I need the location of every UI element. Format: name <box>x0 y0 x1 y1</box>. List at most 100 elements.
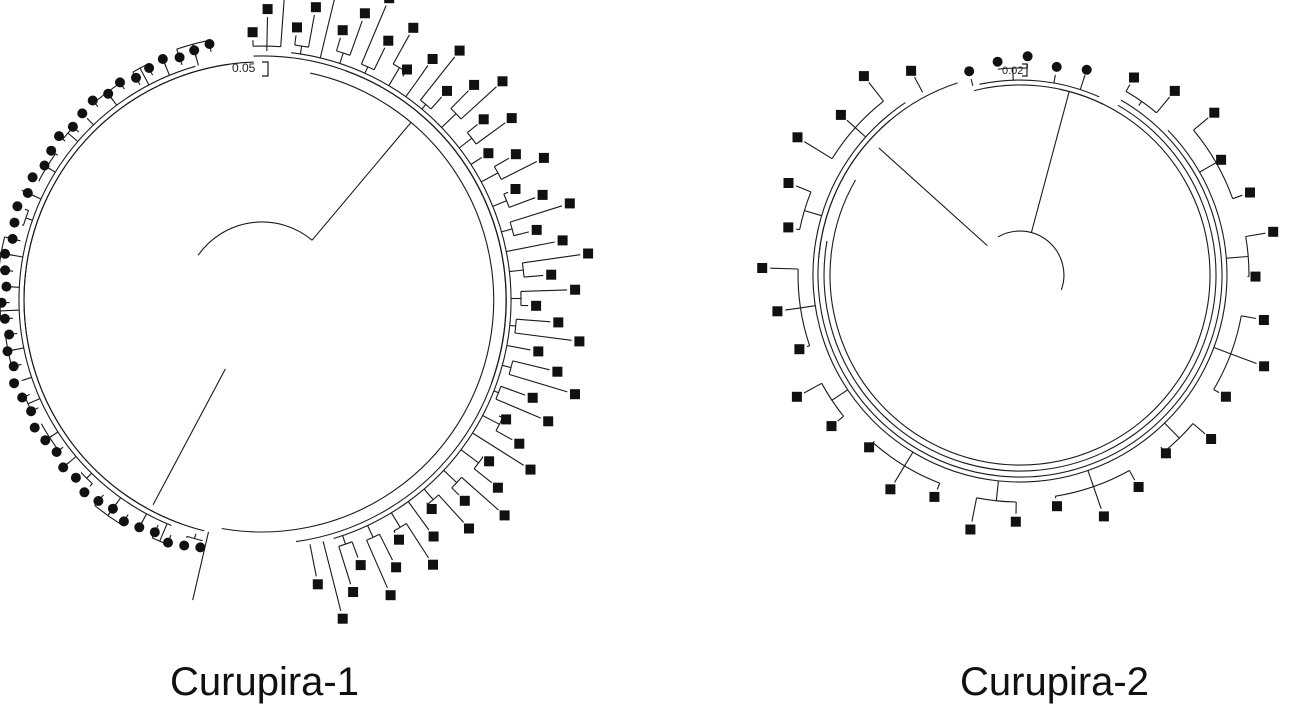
leaf-circle <box>179 540 190 551</box>
branch-line <box>349 20 363 56</box>
branch-line <box>307 14 315 48</box>
leaf-circle <box>70 472 81 483</box>
branch-line <box>405 82 417 98</box>
branch-line <box>322 541 325 547</box>
leaf-circle <box>131 72 141 83</box>
leaf-circle <box>134 522 145 533</box>
branch-line <box>388 67 400 86</box>
branch-line <box>770 267 799 270</box>
branch-line <box>342 535 347 545</box>
leaf-circle <box>103 88 114 99</box>
branch-line <box>512 360 550 371</box>
branch-line <box>139 67 150 86</box>
branch-line <box>506 344 527 350</box>
leaf-square <box>858 71 869 82</box>
branch-arc <box>197 221 313 256</box>
leaf-square <box>312 579 323 590</box>
leaf-circle <box>144 63 155 73</box>
branch-line <box>441 113 457 128</box>
leaf-circle <box>1081 64 1092 75</box>
leaf-square <box>384 0 395 4</box>
leaf-square <box>794 344 805 355</box>
branch-line <box>364 66 369 74</box>
branch-arc <box>818 119 891 258</box>
branch-line <box>473 468 493 484</box>
branch-line <box>894 465 906 483</box>
leaf-circle <box>992 56 1003 67</box>
scale-bar: 0.02 <box>1002 63 1028 77</box>
leaf-square <box>546 269 557 280</box>
leaf-square <box>1209 107 1220 118</box>
branch-line <box>520 289 568 292</box>
leaf-square <box>247 27 258 38</box>
leaf-square <box>570 389 580 400</box>
branch-line <box>1164 422 1180 439</box>
branch-line <box>492 200 507 207</box>
leaf-square <box>543 416 554 427</box>
branch-line <box>49 435 53 438</box>
leaf-square <box>337 613 348 624</box>
leaf-circle <box>8 361 19 372</box>
branch-arc <box>22 210 30 226</box>
leaf-square <box>1098 511 1109 522</box>
leaf-square <box>552 366 563 377</box>
branch-line <box>800 305 816 309</box>
branch-line <box>373 47 386 71</box>
branch-arc <box>799 191 812 230</box>
leaf-square <box>428 531 439 542</box>
branch-line <box>423 488 434 500</box>
branch-line <box>500 385 526 396</box>
branch-line <box>1213 389 1220 394</box>
branch-line <box>80 471 83 474</box>
branch-arc <box>997 230 1065 291</box>
leaf-square <box>583 248 594 259</box>
branch-arc <box>253 55 507 543</box>
branch-line <box>311 555 317 577</box>
leaf-circle <box>79 487 90 498</box>
leaf-square <box>792 132 803 143</box>
leaf-square <box>348 587 359 597</box>
branch-line <box>366 539 388 589</box>
leaf-circle <box>1 281 12 292</box>
branch-arc <box>979 79 1100 98</box>
leaf-square <box>1160 448 1171 459</box>
branch-arc <box>1055 470 1130 497</box>
leaf-square <box>428 559 438 570</box>
branch-line <box>868 82 884 102</box>
scale-bar-label: 0.05 <box>232 61 256 75</box>
leaf-square <box>525 464 536 475</box>
branch-line <box>494 157 510 168</box>
branch-line <box>266 17 269 47</box>
leaf-square <box>478 114 489 125</box>
leaf-circle <box>204 39 215 49</box>
leaf-square <box>1206 434 1217 444</box>
leaf-circle <box>157 54 168 64</box>
leaf-circle <box>118 516 129 527</box>
branch-line <box>513 231 530 237</box>
leaf-square <box>510 149 521 160</box>
branch-line <box>421 104 427 110</box>
leaf-square <box>506 113 517 124</box>
tree-title-curupira-1: Curupira-1 <box>170 660 359 704</box>
leaf-square <box>483 148 494 159</box>
branch-line <box>493 390 499 394</box>
branch-arc <box>1213 315 1242 390</box>
leaf-square <box>492 482 503 493</box>
leaf-circle <box>174 52 185 63</box>
branch-line <box>360 5 387 65</box>
branch-line <box>1083 75 1086 78</box>
leaf-square <box>929 491 940 502</box>
branch-line <box>22 376 32 381</box>
branch-line <box>846 119 856 129</box>
branch-line <box>509 269 524 273</box>
leaf-square <box>355 560 366 571</box>
leaf-circle <box>93 496 104 506</box>
branch-line <box>338 546 352 585</box>
branch-arc <box>817 82 1223 478</box>
leaf-circle <box>0 297 7 308</box>
branch-line <box>335 37 341 52</box>
branch-line <box>55 153 59 156</box>
leaf-square <box>337 25 348 36</box>
leaf-square <box>262 4 273 15</box>
